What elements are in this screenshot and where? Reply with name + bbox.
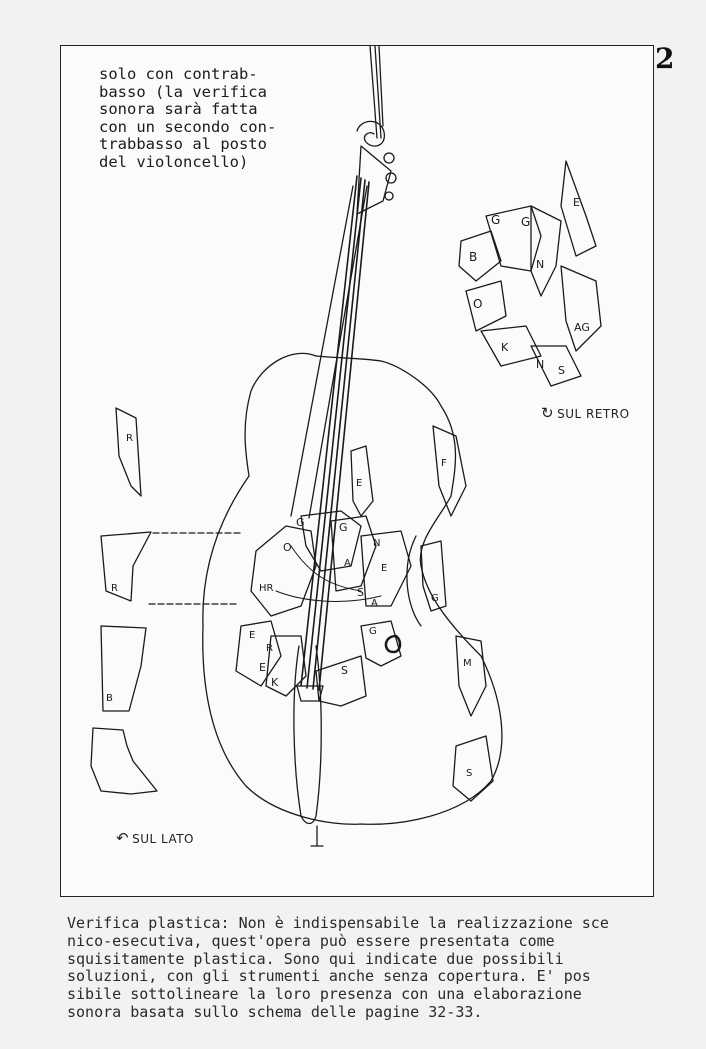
left-side-fragments: R R B	[90, 407, 242, 795]
strings	[300, 175, 370, 691]
svg-text:E: E	[259, 661, 266, 674]
hanging-cord	[369, 46, 384, 139]
svg-text:G: G	[296, 516, 305, 529]
svg-text:S: S	[341, 664, 348, 677]
svg-text:E: E	[381, 563, 387, 574]
svg-text:G: G	[491, 213, 500, 227]
right-body-fragments: E F G M S	[350, 425, 494, 802]
svg-text:HR: HR	[259, 583, 274, 594]
svg-text:B: B	[106, 693, 113, 704]
svg-text:K: K	[271, 676, 279, 689]
svg-text:G: G	[369, 626, 377, 637]
illustration-frame: solo con contrab- basso (la verifica son…	[60, 45, 654, 897]
spiral-letter-fragments: G G B O K N S AG E N	[458, 160, 602, 387]
pegbox	[356, 145, 392, 215]
svg-text:N: N	[373, 538, 380, 549]
svg-text:O: O	[283, 541, 292, 554]
svg-text:G: G	[521, 215, 530, 229]
tuning-peg	[384, 191, 394, 201]
svg-text:G: G	[339, 521, 348, 534]
svg-text:A: A	[371, 598, 378, 609]
page-number: 2	[655, 42, 675, 75]
central-letter-fragments: G G O HR A N E A G E R E K S S	[235, 510, 412, 707]
svg-text:S: S	[357, 586, 364, 599]
svg-text:N: N	[536, 358, 544, 371]
svg-text:S: S	[466, 768, 472, 779]
svg-text:E: E	[573, 196, 580, 209]
intro-note: solo con contrab- basso (la verifica son…	[99, 65, 277, 171]
turn-arrow-icon: ↶	[116, 829, 130, 847]
svg-text:S: S	[558, 364, 565, 377]
svg-text:K: K	[501, 341, 509, 354]
svg-text:R: R	[111, 583, 118, 594]
endpin	[310, 825, 324, 847]
svg-text:M: M	[463, 658, 472, 669]
tuning-peg	[383, 152, 395, 164]
svg-text:E: E	[249, 630, 255, 641]
rotate-arrow-icon: ↻	[541, 404, 555, 422]
caption-text: Verifica plastica: Non è indispensabile …	[67, 914, 609, 1021]
double-bass-drawing: G G O HR A N E A G E R E K S S E F G M	[90, 46, 602, 847]
scroll	[356, 120, 386, 147]
label-sul-retro: ↻SUL RETRO	[541, 404, 630, 422]
svg-text:B: B	[469, 250, 477, 264]
fingerboard-end	[293, 645, 322, 825]
label-sul-lato-text: SUL LATO	[132, 832, 194, 846]
svg-text:G: G	[431, 593, 439, 604]
svg-text:R: R	[126, 433, 133, 444]
svg-text:O: O	[473, 297, 482, 311]
svg-text:A: A	[344, 558, 351, 569]
tuning-peg	[385, 172, 397, 184]
svg-text:E: E	[356, 478, 362, 489]
label-sul-lato: ↶SUL LATO	[116, 829, 194, 847]
svg-text:F: F	[441, 458, 447, 469]
svg-text:AG: AG	[574, 321, 590, 334]
body-notch	[406, 535, 422, 627]
svg-text:N: N	[536, 258, 544, 271]
label-sul-retro-text: SUL RETRO	[557, 407, 630, 421]
svg-text:R: R	[266, 643, 273, 654]
